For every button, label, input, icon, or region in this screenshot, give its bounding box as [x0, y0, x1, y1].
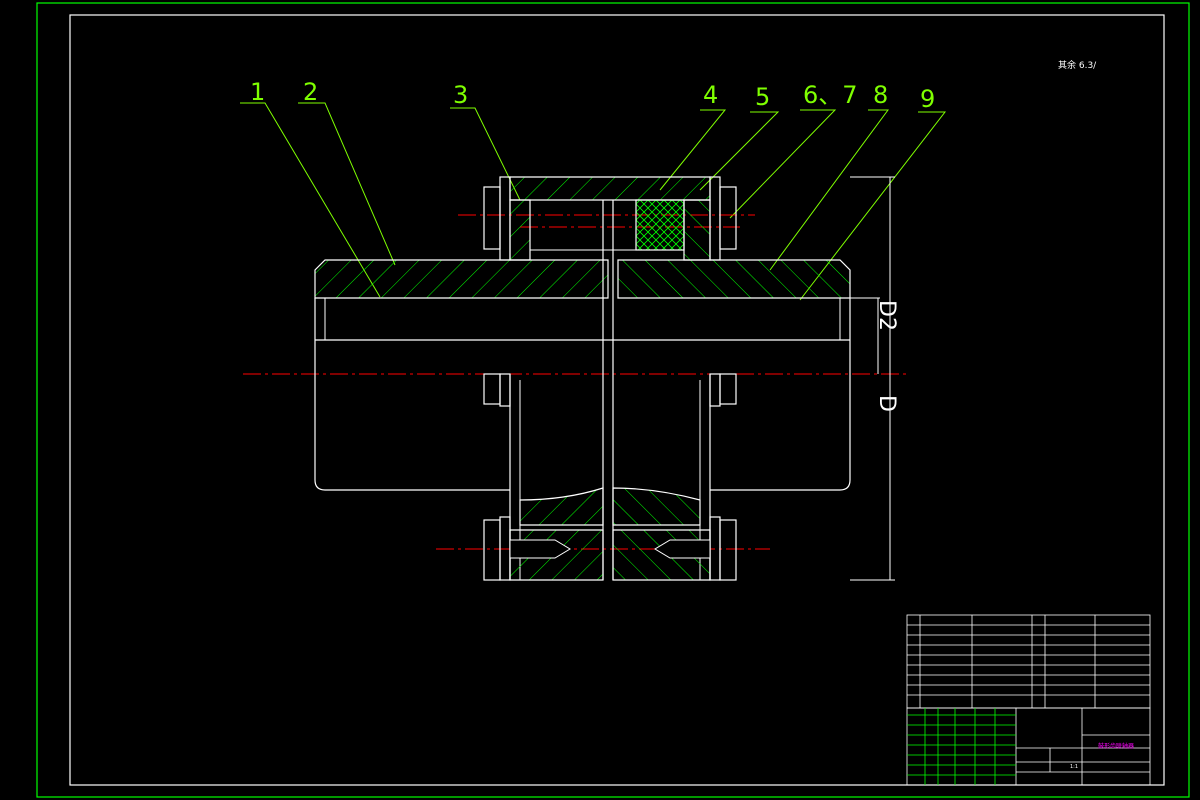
outer-sheet-border [36, 2, 1190, 798]
right-hub-section [617, 259, 851, 299]
left-inner-flange [509, 199, 531, 261]
right-flange [709, 176, 721, 261]
part-label-2: 2 [303, 78, 318, 106]
part-label-8: 8 [873, 81, 888, 109]
dimensions [845, 176, 895, 581]
coupling-assembly [314, 176, 851, 581]
left-bolt-head-top [483, 186, 501, 250]
right-inner-flange [683, 199, 711, 261]
right-bolt-head-top [719, 186, 737, 250]
leader-lines [240, 102, 947, 301]
inner-drawing-frame [69, 14, 1165, 786]
outer-sleeve-section [509, 176, 711, 201]
part-label-4: 4 [703, 81, 718, 109]
part-label-6-7: 6、7 [803, 81, 858, 109]
bottom-sleeve-section [519, 487, 604, 526]
title-block-grid [907, 708, 1016, 785]
roughness-note: 其余 6.3/ [1058, 59, 1097, 71]
dimension-d: D [874, 395, 899, 412]
part-label-9: 9 [920, 85, 935, 113]
hub-body-outline [314, 298, 851, 491]
left-flange [499, 176, 511, 261]
dimension-d2: D2 [874, 300, 899, 331]
left-hub-section [314, 259, 609, 299]
part-labels: 1 2 3 4 5 6、7 8 9 [250, 78, 935, 113]
part-label-1: 1 [250, 78, 265, 106]
drawing-scale: 1:1 [1070, 764, 1078, 770]
title-block [906, 707, 1151, 786]
part-label-5: 5 [755, 83, 770, 111]
drawing-title: 鼓形齿联轴器 [1098, 742, 1134, 750]
seal-ring [635, 199, 685, 251]
bill-of-materials [906, 614, 1151, 709]
part-label-3: 3 [453, 81, 468, 109]
